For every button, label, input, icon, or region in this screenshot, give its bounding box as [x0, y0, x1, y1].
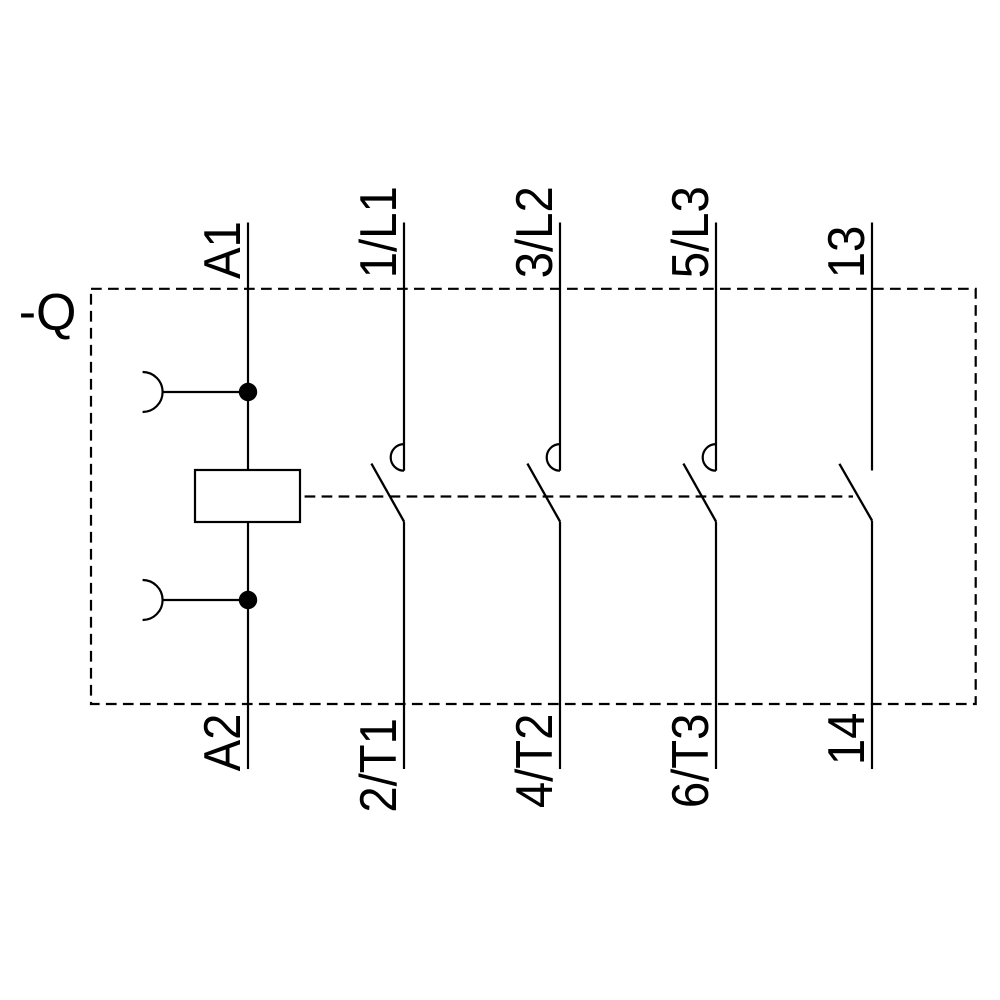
- coil-bottom-connection: [142, 578, 258, 622]
- coil-top-connection-arc: [142, 370, 164, 414]
- terminal-label-a1: A1: [193, 221, 252, 279]
- coil-bottom-connection-arc: [142, 578, 164, 622]
- pole3-fixed-contact-arc: [701, 443, 717, 472]
- terminal-label-14: 14: [817, 713, 876, 766]
- pole2-fixed-contact-arc: [545, 443, 561, 472]
- terminal-label-a2: A2: [193, 714, 252, 772]
- auxiliary-contact: 13 14: [817, 222, 876, 769]
- coil-top-junction-dot: [238, 382, 258, 402]
- pole1-fixed-contact-arc: [389, 443, 405, 472]
- main-pole-3: 5/L3 6/T3: [661, 186, 720, 808]
- coil-top-connection: [142, 370, 258, 414]
- pole2-moving-contact: [526, 463, 562, 523]
- device-designation-label: -Q: [19, 284, 77, 342]
- terminal-label-4t2: 4/T2: [505, 714, 564, 809]
- terminal-label-6t3: 6/T3: [661, 714, 720, 809]
- aux-moving-contact: [838, 463, 873, 522]
- main-pole-2: 3/L2 4/T2: [505, 186, 564, 808]
- terminal-label-1l1: 1/L1: [349, 186, 408, 278]
- device-boundary-dashed-box: [89, 287, 977, 706]
- pole1-moving-contact: [370, 463, 406, 523]
- terminal-label-2t1: 2/T1: [349, 718, 408, 813]
- coil-circuit: A1 A2: [142, 221, 302, 772]
- main-pole-1: 1/L1 2/T1: [349, 186, 408, 812]
- coil-bottom-junction-dot: [238, 590, 258, 610]
- coil-symbol: [193, 468, 302, 524]
- terminal-label-5l3: 5/L3: [661, 186, 720, 278]
- terminal-label-13: 13: [817, 226, 876, 279]
- terminal-label-3l2: 3/L2: [505, 186, 564, 278]
- pole3-moving-contact: [682, 463, 718, 523]
